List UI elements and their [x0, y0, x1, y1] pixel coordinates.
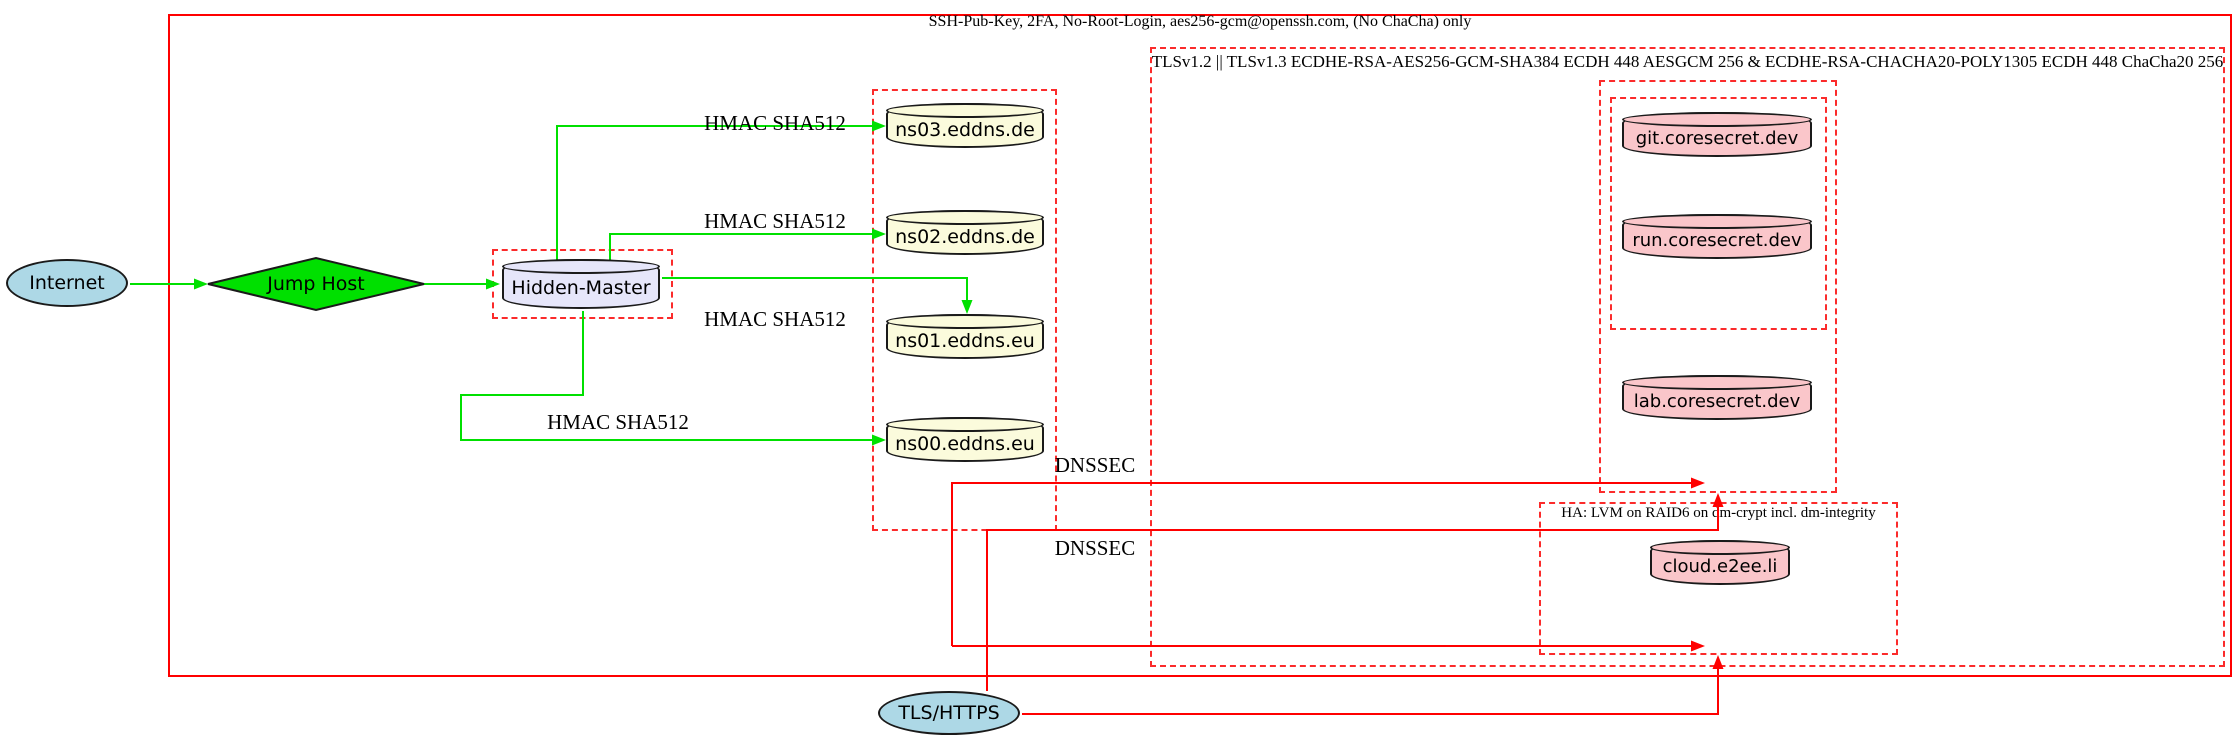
node-ns01-label: ns01.eddns.eu — [895, 329, 1035, 352]
node-jump-host-label: Jump Host — [267, 273, 365, 295]
node-ns02-label: ns02.eddns.de — [895, 225, 1035, 248]
node-ns01: ns01.eddns.eu — [886, 314, 1044, 359]
node-internet-label: Internet — [29, 272, 105, 294]
cluster-nameservers — [872, 89, 1057, 531]
node-git-label: git.coresecret.dev — [1635, 128, 1799, 149]
node-cloud: cloud.e2ee.li — [1650, 540, 1790, 585]
node-ns00: ns00.eddns.eu — [886, 417, 1044, 462]
node-run-label: run.coresecret.dev — [1632, 230, 1802, 251]
edge-label-hmac-ns00: HMAC SHA512 — [547, 410, 689, 434]
edge-label-hmac-ns03: HMAC SHA512 — [704, 111, 846, 135]
node-ns03: ns03.eddns.de — [886, 103, 1044, 148]
cluster-coresecret-outer — [1599, 80, 1837, 493]
node-hidden-master-label: Hidden-Master — [511, 277, 651, 299]
node-cloud-label: cloud.e2ee.li — [1662, 556, 1778, 577]
node-tls-https-label: TLS/HTTPS — [898, 702, 1000, 724]
node-run: run.coresecret.dev — [1622, 214, 1812, 259]
cluster-ha-label: HA: LVM on RAID6 on dm-crypt incl. dm-in… — [1561, 505, 1876, 521]
node-jump-host: Jump Host — [208, 270, 424, 298]
edge-label-dnssec-upper: DNSSEC — [1054, 453, 1136, 477]
edge-label-hmac-ns02: HMAC SHA512 — [704, 209, 846, 233]
node-ns00-label: ns00.eddns.eu — [895, 432, 1035, 455]
node-lab: lab.coresecret.dev — [1622, 375, 1812, 420]
edge-label-hmac-ns01: HMAC SHA512 — [704, 307, 846, 331]
cluster-ssh-label: SSH-Pub-Key, 2FA, No-Root-Login, aes256-… — [928, 13, 1472, 30]
node-git: git.coresecret.dev — [1622, 112, 1812, 157]
edge-label-dnssec-lower: DNSSEC — [1054, 536, 1136, 560]
cluster-coresecret-inner — [1610, 97, 1827, 330]
node-internet: Internet — [6, 259, 128, 307]
node-ns03-label: ns03.eddns.de — [895, 118, 1035, 141]
node-hidden-master: Hidden-Master — [502, 259, 660, 309]
node-tls-https: TLS/HTTPS — [878, 691, 1020, 735]
cluster-tls-label: TLSv1.2 || TLSv1.3 ECDHE-RSA-AES256-GCM-… — [1151, 52, 2224, 71]
node-ns02: ns02.eddns.de — [886, 210, 1044, 255]
node-lab-label: lab.coresecret.dev — [1633, 391, 1801, 412]
